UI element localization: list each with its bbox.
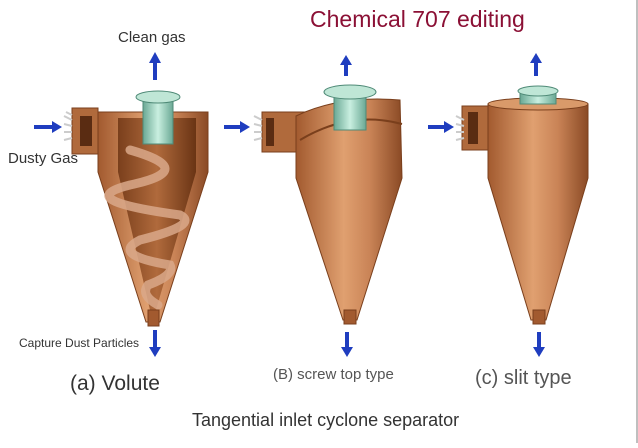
spiral-flow — [104, 145, 190, 310]
subfigure-b-label: (B) screw top type — [273, 366, 394, 383]
screw-clean-arrow — [340, 55, 352, 76]
subfigure-a-label: (a) Volute — [70, 372, 160, 395]
clean-gas-label: Clean gas — [118, 29, 186, 46]
dusty-gas-label: Dusty Gas — [8, 150, 79, 167]
cyclone-slit — [428, 53, 589, 357]
cyclone-screw-top — [224, 55, 403, 357]
figure-caption: Tangential inlet cyclone separator — [192, 410, 460, 430]
watermark-text: Chemical 707 editing — [310, 6, 525, 32]
slit-body — [487, 103, 589, 321]
slit-clean-arrow — [530, 53, 542, 76]
clean-gas-arrow — [149, 52, 161, 80]
slit-dust-arrow — [533, 332, 545, 357]
cyclone-volute — [34, 52, 209, 357]
dusty-gas-arrow — [34, 121, 62, 133]
screw-body — [295, 98, 403, 321]
right-edge-divider — [636, 0, 638, 443]
dust-particles-icon — [63, 111, 73, 141]
capture-dust-label: Capture Dust Particles — [19, 336, 140, 350]
dust-outlet-arrow — [149, 330, 161, 357]
screw-inlet-arrow — [224, 121, 250, 133]
screw-dust-arrow — [341, 332, 353, 357]
slit-inlet-arrow — [428, 121, 454, 133]
subfigure-c-label: (c) slit type — [475, 367, 572, 389]
